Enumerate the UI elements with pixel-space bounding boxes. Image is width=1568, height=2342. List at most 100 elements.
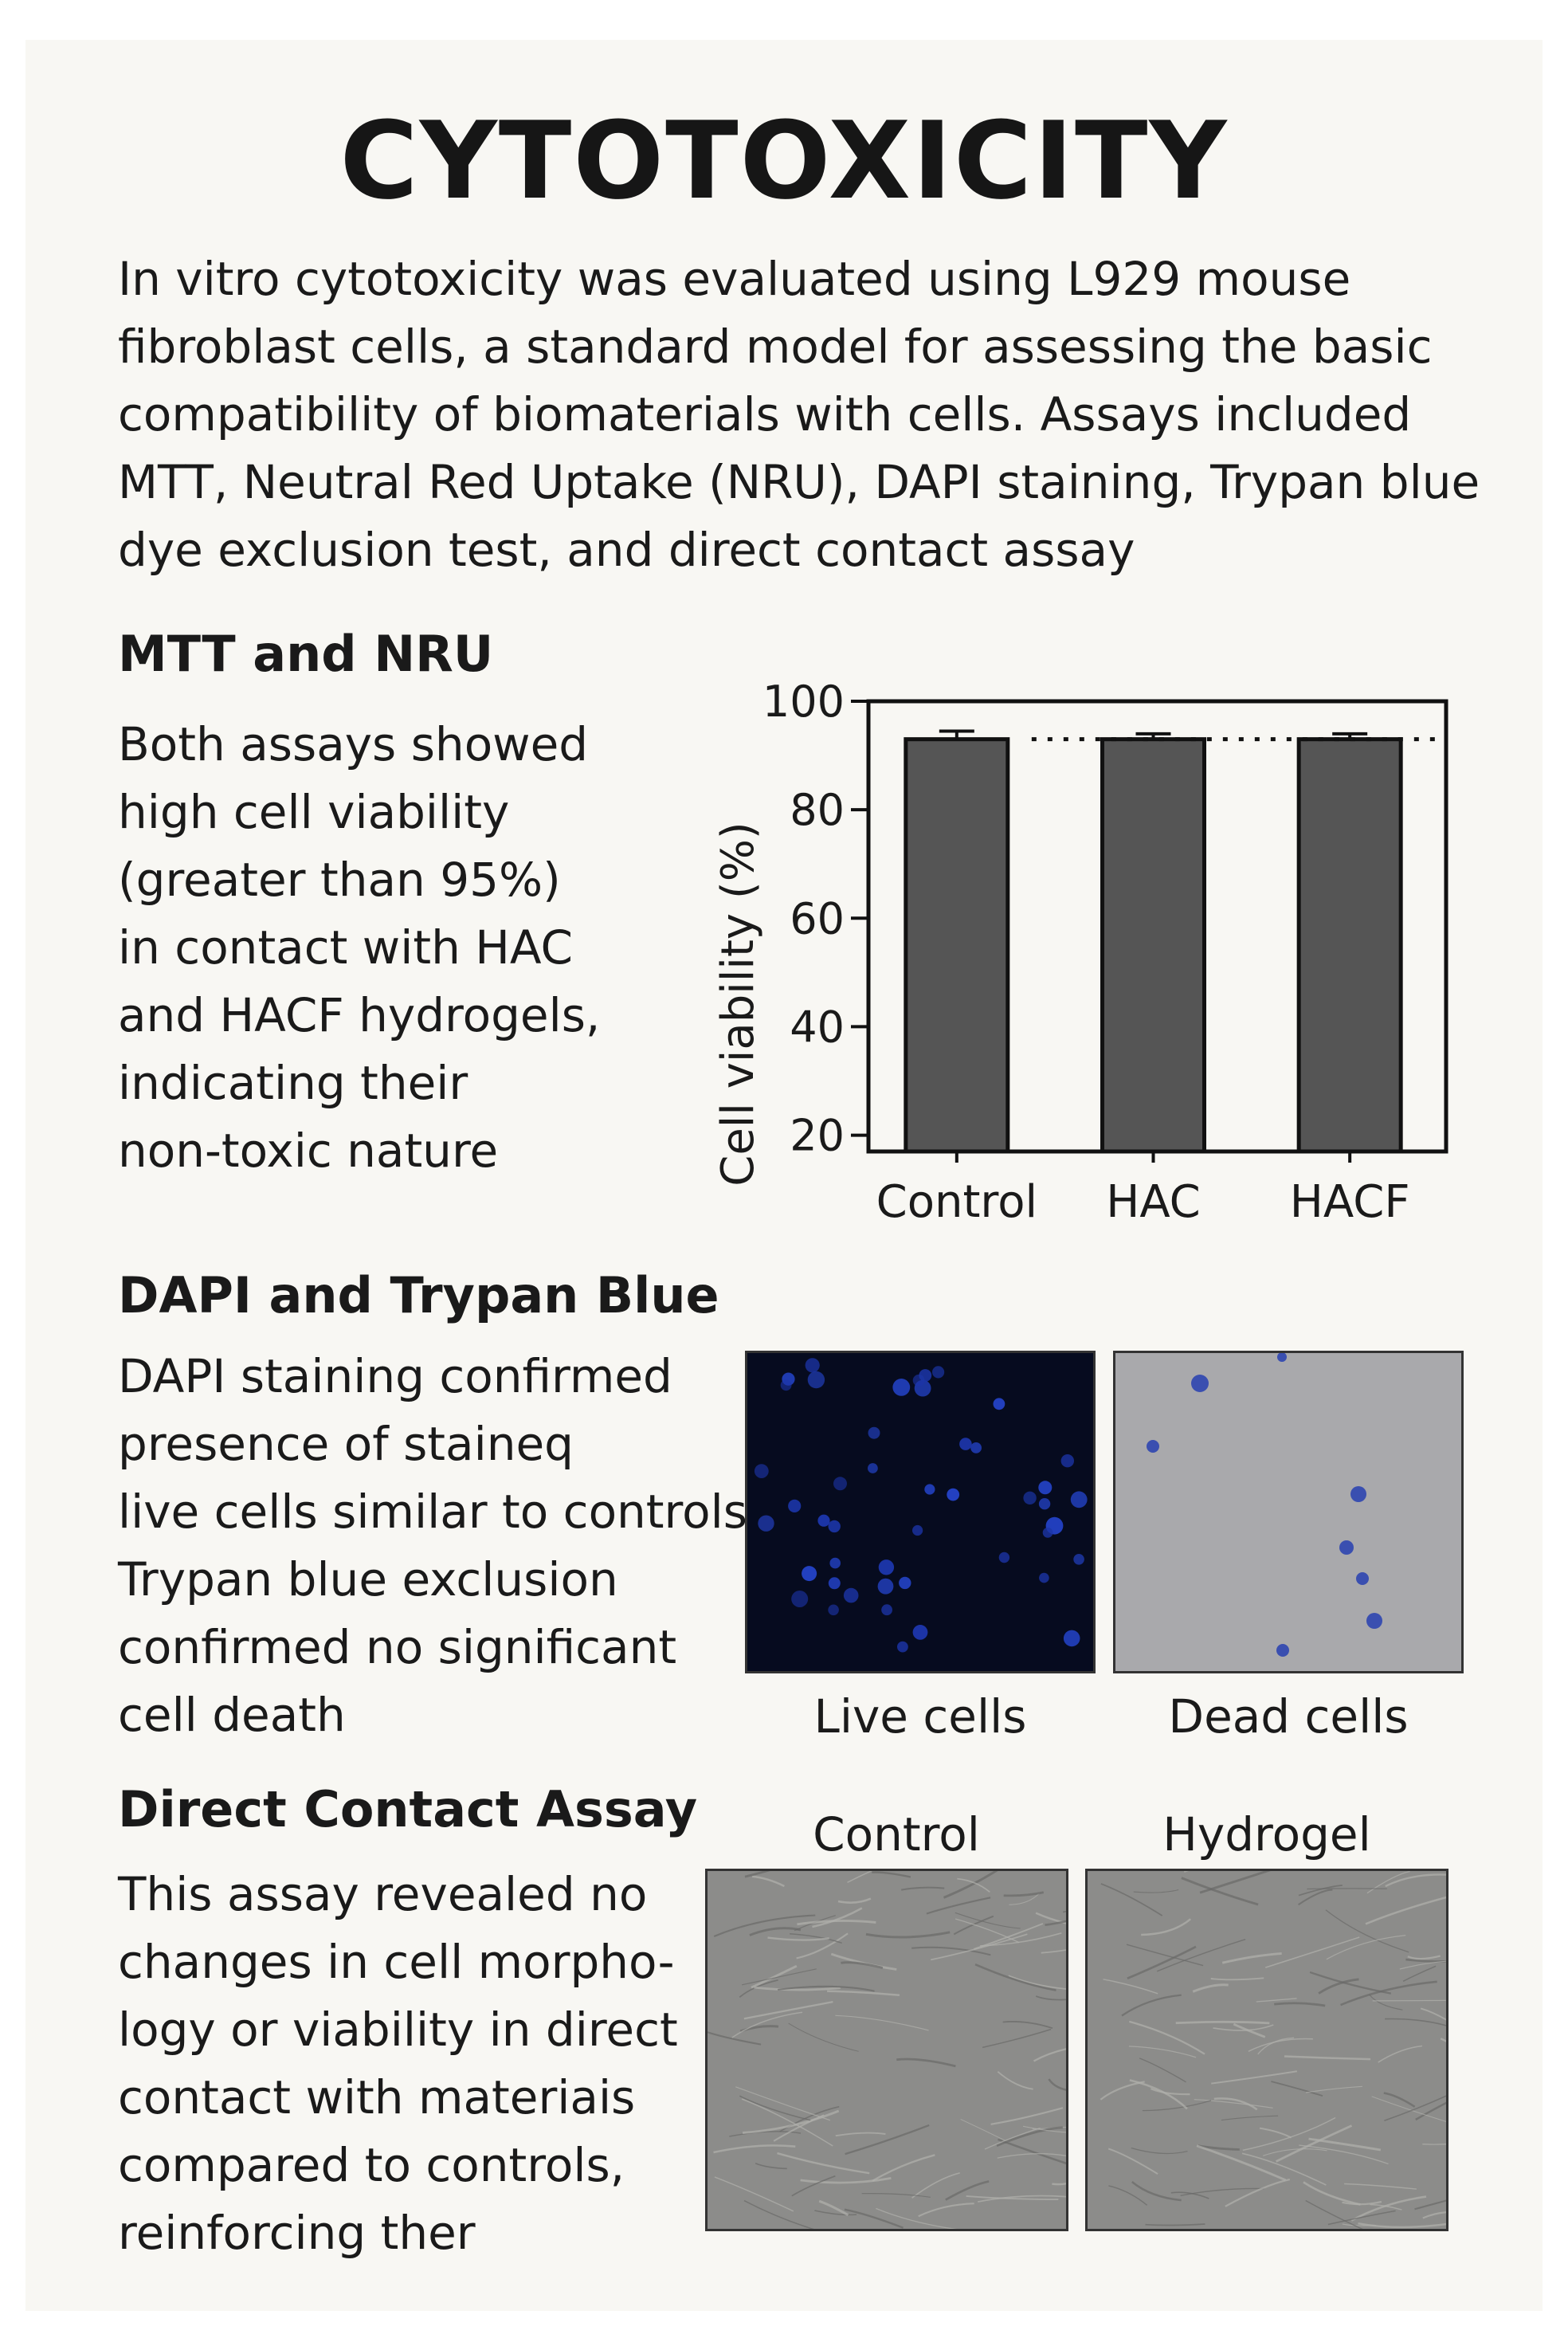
fibroblast-cell: [1298, 1885, 1343, 1897]
fibroblast-cell: [1221, 1952, 1282, 1964]
fibroblast-cell: [876, 2207, 972, 2232]
fibroblast-cell: [1131, 2181, 1182, 2202]
caption-dead-cells: Dead cells: [1168, 1689, 1409, 1744]
caption-hydrogel: Hydrogel: [1162, 1807, 1371, 1861]
fibroblast-cell: [945, 2180, 990, 2201]
dapi-nucleus: [791, 1591, 809, 1607]
fibroblast-cell: [1248, 2038, 1313, 2052]
fibroblast-cell: [1299, 2144, 1389, 2165]
dapi-nucleus: [780, 1379, 792, 1391]
fibroblast-cell: [997, 2070, 1033, 2090]
dapi-nucleus: [829, 1557, 841, 1569]
fibroblast-cell: [713, 1914, 816, 1937]
fibroblast-cell: [1372, 1999, 1446, 2002]
y-tick-label: 100: [762, 677, 845, 727]
fibroblast-cell: [1175, 2020, 1270, 2025]
y-axis-label: Cell viability (%): [712, 822, 764, 1187]
contact-line: contact with materiais: [118, 2070, 636, 2124]
dapi-nucleus: [828, 1604, 839, 1616]
fibroblast-cell: [777, 2152, 870, 2175]
live-cells-image: [745, 1351, 1096, 1673]
x-tick-label: HACF: [1290, 1176, 1410, 1228]
dapi-nucleus: [932, 1366, 945, 1379]
fibroblast-cell: [1003, 1891, 1045, 1897]
dapi-nucleus: [1023, 1491, 1037, 1504]
fibroblast-cell: [1327, 2210, 1396, 2226]
fibroblast-cell: [1326, 1935, 1406, 1960]
fibroblast-cell: [973, 1923, 1044, 1950]
fibroblast-cell: [818, 2199, 849, 2217]
fibroblast-cell: [1407, 1955, 1441, 1960]
section-heading-contact: Direct Contact Assay: [118, 1780, 698, 1838]
fibroblast-cell: [1145, 2223, 1205, 2226]
fibroblast-cell: [800, 2177, 892, 2184]
mtt-line: high cell viability: [118, 785, 510, 839]
fibroblast-cell: [896, 2058, 956, 2068]
fibroblast-cell: [778, 1985, 875, 1992]
fibroblast-cell: [1259, 2127, 1292, 2139]
fibroblast-cell: [953, 1915, 994, 1936]
caption-control: Control: [813, 1807, 980, 1861]
fibroblast-cell: [1275, 2124, 1353, 2163]
fibroblast-cell: [1440, 2038, 1492, 2064]
fibroblast-cell: [812, 1907, 863, 1928]
dapi-nucleus: [877, 1578, 894, 1595]
fibroblast-cell: [1306, 2085, 1363, 2093]
fibroblast-cell: [835, 2132, 886, 2137]
x-tick-label: Control: [876, 1176, 1037, 1228]
y-tick-label: 60: [790, 893, 845, 943]
fibroblast-cell: [865, 1931, 951, 1939]
mtt-line: indicating their: [118, 1056, 468, 1110]
fibroblast-cell: [1415, 2088, 1476, 2121]
dapi-nucleus: [758, 1515, 774, 1532]
dapi-line: cell death: [118, 1688, 346, 1742]
fibroblast-cell: [1342, 2200, 1382, 2206]
y-tick-label: 80: [790, 785, 845, 835]
fibroblast-cell: [1325, 1909, 1409, 1953]
fibroblast-cell: [735, 2086, 831, 2121]
bar: [1100, 737, 1206, 1154]
dapi-nucleus: [912, 1524, 923, 1536]
fibroblast-cell: [1008, 1975, 1078, 1991]
fibroblast-cell: [707, 2031, 762, 2046]
contact-line: compared to controls,: [118, 2138, 625, 2192]
fibroblast-cell: [739, 2095, 811, 2121]
fibroblast-cell: [1385, 2018, 1461, 2031]
fibroblast-cell: [713, 2144, 796, 2154]
mtt-line: Both assays showed: [118, 717, 589, 771]
fibroblast-cell: [791, 2175, 836, 2197]
fibroblast-cell: [1183, 1856, 1227, 1873]
fibroblast-cell: [1139, 2058, 1186, 2083]
fibroblast-cell: [1142, 2100, 1212, 2112]
fibroblast-cell: [1126, 1944, 1204, 1967]
fibroblast-cell: [845, 2124, 930, 2156]
fibroblast-cell: [982, 2028, 1052, 2049]
intro-paragraph: In vitro cytotoxicity was evaluated usin…: [118, 252, 1480, 577]
trypan-blue-cells: [1147, 1352, 1382, 1657]
fibroblast-cell: [911, 1946, 991, 1956]
dapi-nucleus: [817, 1514, 830, 1527]
fibroblast-cell: [1271, 2081, 1323, 2097]
hydrogel-fibroblast-image: [1085, 1856, 1501, 2238]
dapi-line: DAPI staining confirmed: [118, 1349, 672, 1403]
dapi-nucleus: [993, 1398, 1005, 1410]
dapi-nucleus: [807, 1371, 825, 1389]
dapi-nucleus: [899, 1576, 911, 1590]
dapi-nucleus: [897, 1641, 908, 1653]
contact-line: logy or viability in direct: [118, 2003, 678, 2057]
fibroblast-cell: [749, 1927, 802, 1936]
contact-line: This assay revealed no: [118, 1867, 648, 1921]
fibroblast-cell: [918, 2203, 974, 2218]
dead-cells-image: [1113, 1351, 1464, 1673]
bar: [904, 737, 1010, 1154]
fibroblast-cell: [743, 2000, 833, 2020]
dapi-nucleus: [868, 1463, 878, 1473]
fibroblast-cell: [1384, 2080, 1478, 2122]
dapi-nucleus: [881, 1604, 892, 1616]
mtt-body: Both assays showed high cell viability (…: [118, 711, 692, 1185]
fibroblast-cell: [841, 1961, 884, 1969]
fibroblast-cell: [1194, 2099, 1273, 2109]
fibroblast-cell: [1241, 2152, 1327, 2186]
